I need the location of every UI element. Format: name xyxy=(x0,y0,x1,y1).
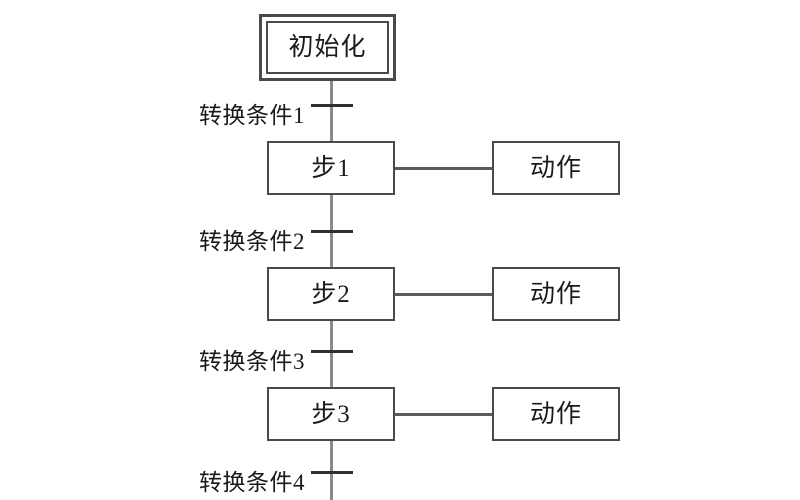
step-label-1: 步1 xyxy=(311,154,351,182)
action-label-2: 动作 xyxy=(529,280,582,308)
action-label-1: 动作 xyxy=(529,154,582,182)
initial-step-box[interactable]: 初始化 xyxy=(259,14,396,81)
transition-tick-2 xyxy=(311,230,353,233)
flow-line-step3-to-end xyxy=(330,441,333,500)
step-box-3[interactable]: 步3 xyxy=(267,387,395,441)
action-box-2[interactable]: 动作 xyxy=(492,267,620,321)
action-label-3: 动作 xyxy=(529,400,582,428)
initial-step-label: 初始化 xyxy=(288,34,367,61)
step1-action-connector xyxy=(395,167,492,170)
step-label-3: 步3 xyxy=(311,400,351,428)
flow-line-step2-to-step3 xyxy=(330,321,333,387)
action-box-1[interactable]: 动作 xyxy=(492,141,620,195)
transition-label-3: 转换条件3 xyxy=(199,349,305,374)
flow-line-initial-to-step1 xyxy=(330,80,333,141)
transition-label-4: 转换条件4 xyxy=(199,470,305,495)
step-box-1[interactable]: 步1 xyxy=(267,141,395,195)
step-label-2: 步2 xyxy=(311,280,351,308)
step2-action-connector xyxy=(395,293,492,296)
transition-tick-3 xyxy=(311,350,353,353)
transition-label-1: 转换条件1 xyxy=(199,103,305,128)
transition-tick-1 xyxy=(311,104,353,107)
step-box-2[interactable]: 步2 xyxy=(267,267,395,321)
initial-step-inner-border: 初始化 xyxy=(266,21,389,74)
transition-label-2: 转换条件2 xyxy=(199,229,305,254)
step3-action-connector xyxy=(395,413,492,416)
action-box-3[interactable]: 动作 xyxy=(492,387,620,441)
transition-tick-4 xyxy=(311,471,353,474)
